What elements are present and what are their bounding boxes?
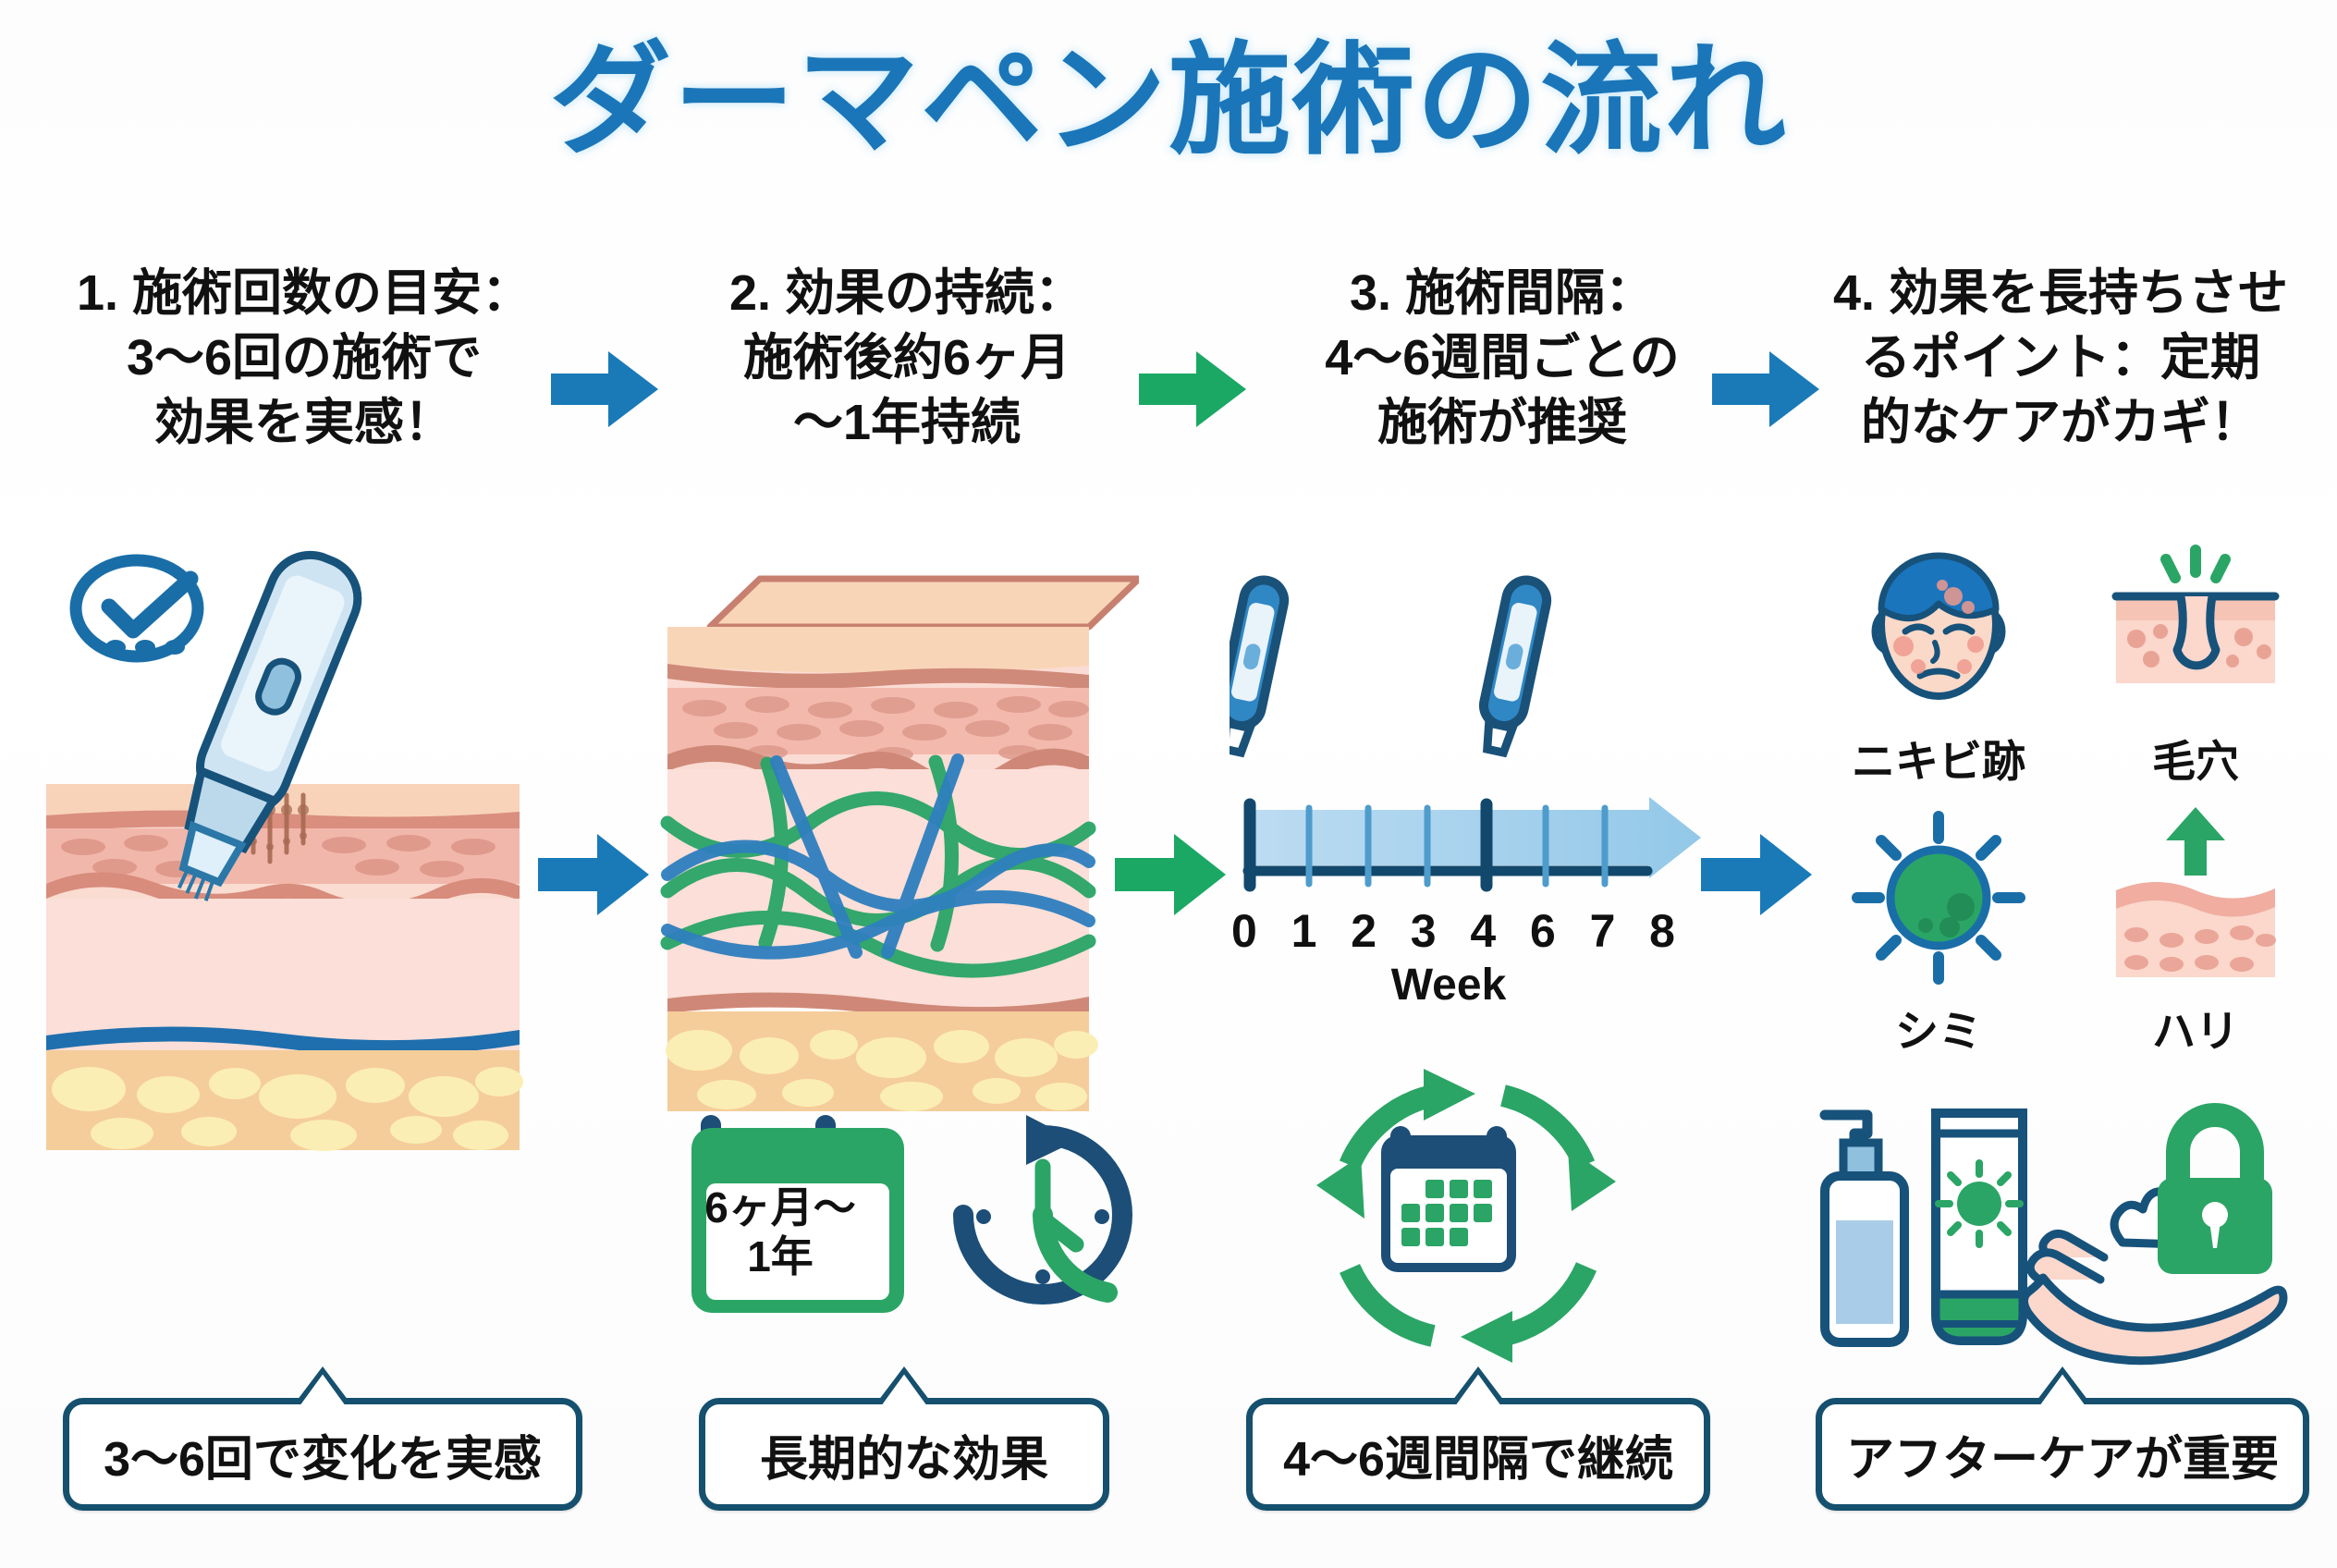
tick-label: 4 — [1470, 905, 1497, 957]
sunscreen-tube-icon — [1931, 1109, 2027, 1345]
step-heading-4: 4. 効果を長持ちさせ るポイント：定期 的なケアがカギ！ — [1832, 265, 2289, 451]
concern-item-pore: 毛穴 — [2071, 523, 2320, 790]
tick-label: 0 — [1231, 905, 1257, 957]
pump-bottle-icon — [1819, 1109, 1909, 1347]
dermapen-device-icon — [177, 550, 362, 901]
flow-arrow-2-3-icon — [1139, 349, 1248, 429]
step-caption-1: 3〜6回で変化を実感 — [63, 1398, 582, 1511]
step-caption-2: 長期的な効果 — [699, 1398, 1109, 1511]
concern-item-spot: シミ — [1814, 793, 2063, 1060]
step-caption-4: アフターケアが重要 — [1816, 1398, 2309, 1511]
calendar-icon — [691, 1115, 904, 1313]
concern-label: ハリ — [2152, 1007, 2239, 1056]
dermapen-small-icon-1 — [1216, 575, 1290, 758]
tick-label: 6 — [1529, 905, 1556, 957]
page-title: ダーマペン施術の流れ — [549, 32, 1788, 168]
flow-arrow-1-2-icon — [551, 349, 660, 429]
tick-label: 1 — [1291, 905, 1317, 957]
sun-spot-icon — [1814, 805, 2063, 990]
concern-label: ニキビ跡 — [1852, 737, 2025, 786]
concern-item-acne-scar: ニキビ跡 — [1814, 523, 2063, 790]
step-heading-2: 2. 効果の持続： 施術後約6ヶ月 〜1年持続 — [728, 265, 1085, 451]
step-2-illustration — [658, 518, 1143, 1350]
step-3-devices — [1216, 555, 1710, 804]
flow-arrow-3-4-icon — [1712, 349, 1821, 429]
pore-skin-icon — [2071, 535, 2320, 720]
step-heading-3: 3. 施術間隔： 4〜6週間ごとの 施術が推奨 — [1325, 265, 1680, 451]
illustration-arrow-1-2-icon — [538, 832, 651, 917]
treatment-timeline: 0 1 2 3 4 6 7 8 Week — [1231, 797, 1712, 1019]
skin-concern-icon-grid: ニキビ跡 — [1814, 523, 2320, 1060]
clock-rotate-icon — [953, 1115, 1132, 1305]
concern-label: シミ — [1895, 1007, 1982, 1056]
tick-label: 2 — [1351, 905, 1377, 957]
tick-label: 7 — [1589, 905, 1616, 957]
skin-cross-section-diagram — [46, 784, 523, 1151]
timeline-tick-labels: 0 1 2 3 4 6 7 8 — [1231, 904, 1675, 958]
tick-label: 3 — [1410, 905, 1437, 957]
lock-icon — [2158, 1103, 2272, 1274]
collagen-skin-block-diagram — [660, 575, 1143, 1111]
step-heading-1: 1. 施術回数の目安： 3〜6回の施術で 効果を実感！ — [76, 265, 532, 451]
tick-label: 8 — [1649, 905, 1675, 957]
timeline-axis-label: Week — [1390, 961, 1507, 1010]
aftercare-products-group — [1812, 1063, 2330, 1368]
duration-calendar-clock-group — [688, 1091, 1150, 1359]
calendar-duration-text: 6ヶ月〜 1年 — [704, 1183, 856, 1281]
step-1-illustration — [46, 518, 582, 1350]
skin-firmness-icon — [2071, 805, 2320, 990]
dermapen-small-icon-2 — [1478, 575, 1552, 758]
acne-scar-face-icon — [1814, 535, 2063, 720]
recurring-calendar-cycle-icon — [1294, 1063, 1642, 1368]
check-circle-icon — [69, 554, 204, 663]
illustration-arrow-2-3-icon — [1115, 832, 1228, 917]
illustration-arrow-3-4-icon — [1701, 832, 1814, 917]
sun-glyph — [1935, 1159, 2024, 1248]
concern-item-firmness: ハリ — [2071, 793, 2320, 1060]
step-caption-3: 4〜6週間隔で継続 — [1246, 1398, 1710, 1511]
concern-label: 毛穴 — [2152, 737, 2239, 786]
calendar-grid-icon — [1381, 1126, 1516, 1272]
